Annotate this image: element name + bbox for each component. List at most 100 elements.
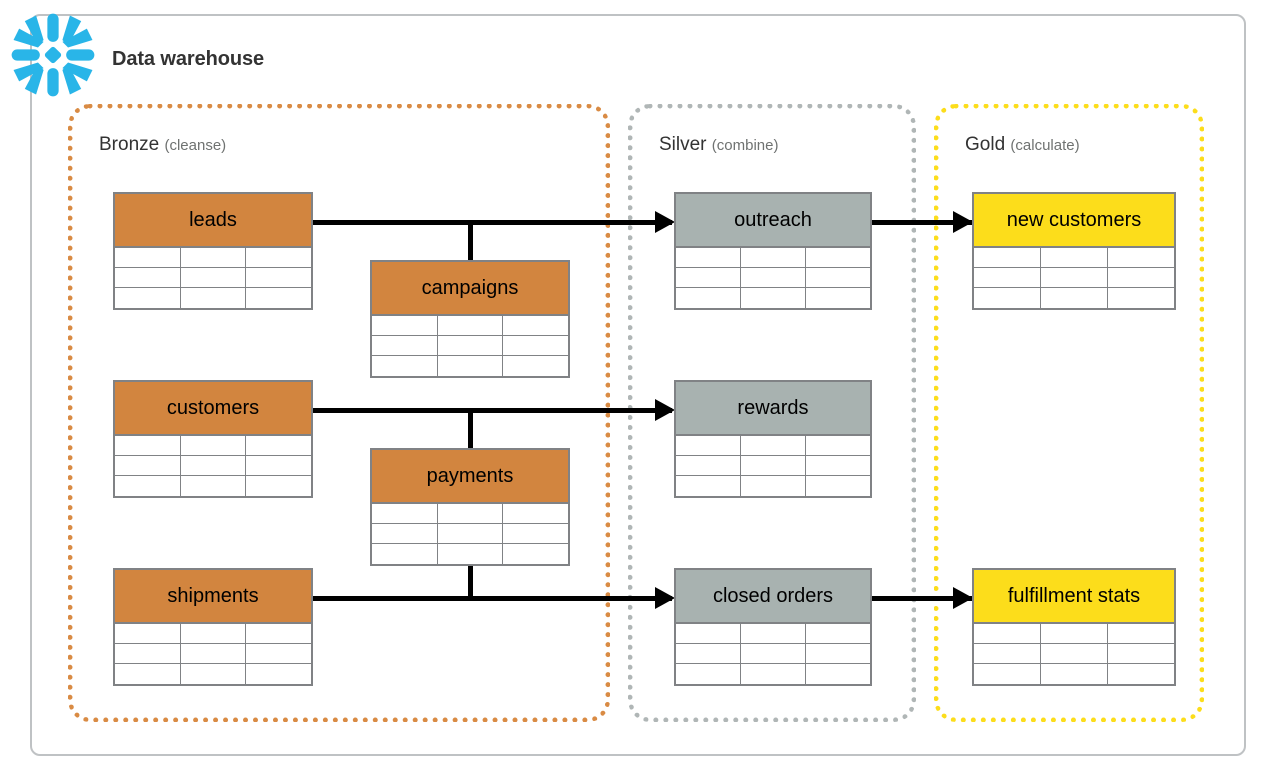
table-customers-body <box>113 436 313 498</box>
flow-line-customers-rewards <box>310 408 672 413</box>
table-cell <box>806 624 870 643</box>
table-cell <box>503 504 569 523</box>
table-cell <box>246 248 312 267</box>
table-leads-body <box>113 248 313 310</box>
table-cell <box>503 336 569 355</box>
snowflake-icon <box>6 8 100 102</box>
table-cell <box>180 248 247 267</box>
table-new-customers[interactable]: new customers <box>972 192 1176 310</box>
table-fulfillment-stats[interactable]: fulfillment stats <box>972 568 1176 686</box>
table-campaigns[interactable]: campaigns <box>370 260 570 378</box>
table-row <box>676 624 870 644</box>
table-cell <box>372 316 438 335</box>
table-row <box>676 456 870 476</box>
table-outreach[interactable]: outreach <box>674 192 872 310</box>
table-row <box>115 456 312 476</box>
table-row <box>974 268 1174 288</box>
table-row <box>372 544 569 564</box>
table-cell <box>741 664 806 684</box>
table-new-customers-body <box>972 248 1176 310</box>
table-row <box>974 664 1174 684</box>
table-cell <box>676 624 741 643</box>
table-customers[interactable]: customers <box>113 380 313 498</box>
zone-gold <box>934 104 1204 722</box>
table-payments-header: payments <box>370 448 570 504</box>
zone-name-gold: Gold <box>965 134 1006 155</box>
table-cell <box>246 456 312 475</box>
table-cell <box>246 436 312 455</box>
table-row <box>676 268 870 288</box>
table-cell <box>115 476 181 496</box>
table-cell <box>372 336 438 355</box>
table-leads[interactable]: leads <box>113 192 313 310</box>
flow-line-outreach-newcustomers <box>872 220 972 225</box>
table-cell <box>974 248 1041 267</box>
table-cell <box>974 664 1041 684</box>
flow-arrow-leads-outreach <box>655 211 675 233</box>
table-row <box>372 524 569 544</box>
table-cell <box>180 476 247 496</box>
zone-name-silver: Silver <box>659 134 707 155</box>
table-cell <box>974 268 1041 287</box>
table-rewards-header: rewards <box>674 380 872 436</box>
flow-arrow-customers-rewards <box>655 399 675 421</box>
table-row <box>372 356 569 376</box>
table-row <box>115 476 312 496</box>
table-cell <box>806 664 870 684</box>
zone-label-bronze: Bronze (cleanse) <box>99 134 226 156</box>
table-row <box>115 644 312 664</box>
table-cell <box>806 456 870 475</box>
zone-subtitle-silver: (combine) <box>711 137 779 154</box>
table-cell <box>1041 288 1108 308</box>
table-cell <box>246 476 312 496</box>
table-cell <box>115 664 181 684</box>
page-title: Data warehouse <box>112 48 264 70</box>
table-rewards[interactable]: rewards <box>674 380 872 498</box>
table-outreach-header: outreach <box>674 192 872 248</box>
table-cell <box>437 544 504 564</box>
table-cell <box>806 268 870 287</box>
table-cell <box>741 288 806 308</box>
table-cell <box>246 644 312 663</box>
flow-arrow-outreach-newcustomers <box>953 211 973 233</box>
table-cell <box>741 436 806 455</box>
table-cell <box>741 624 806 643</box>
table-campaigns-body <box>370 316 570 378</box>
table-cell <box>676 456 741 475</box>
table-cell <box>437 524 504 543</box>
table-closed-orders[interactable]: closed orders <box>674 568 872 686</box>
table-cell <box>372 524 438 543</box>
table-cell <box>1108 624 1174 643</box>
table-cell <box>503 356 569 376</box>
table-cell <box>115 456 181 475</box>
table-row <box>115 624 312 644</box>
table-cell <box>676 288 741 308</box>
table-row <box>115 268 312 288</box>
table-row <box>974 644 1174 664</box>
flow-line-shipments-closedorders <box>310 596 672 601</box>
table-row <box>974 288 1174 308</box>
table-cell <box>974 644 1041 663</box>
zone-subtitle-bronze: (cleanse) <box>164 137 227 154</box>
table-cell <box>437 504 504 523</box>
flow-line-leads-outreach <box>310 220 672 225</box>
table-cell <box>741 248 806 267</box>
table-cell <box>741 644 806 663</box>
table-cell <box>806 288 870 308</box>
table-cell <box>676 436 741 455</box>
table-cell <box>246 288 312 308</box>
table-cell <box>676 476 741 496</box>
table-cell <box>1041 624 1108 643</box>
table-shipments[interactable]: shipments <box>113 568 313 686</box>
table-campaigns-header: campaigns <box>370 260 570 316</box>
table-leads-header: leads <box>113 192 313 248</box>
zone-name-bronze: Bronze <box>99 134 160 155</box>
table-row <box>372 316 569 336</box>
table-row <box>372 504 569 524</box>
table-payments[interactable]: payments <box>370 448 570 566</box>
zone-subtitle-gold: (calculate) <box>1010 137 1080 154</box>
table-cell <box>115 624 181 643</box>
table-row <box>676 664 870 684</box>
flow-line-campaigns-join <box>468 220 473 260</box>
table-row <box>115 664 312 684</box>
